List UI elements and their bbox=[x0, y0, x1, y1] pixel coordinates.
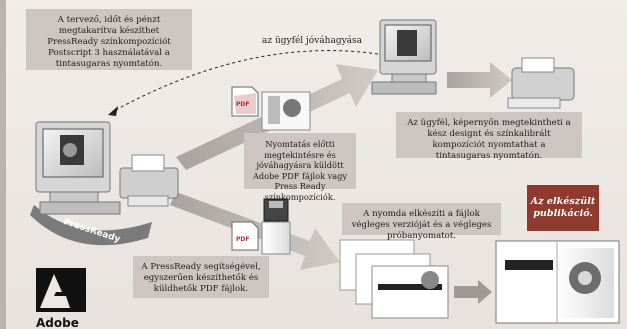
callout-pressready-benefit: A PressReady segítségével, egyszerűen ké… bbox=[133, 256, 269, 298]
arrow-to-final bbox=[454, 280, 492, 304]
final-publication-badge: Az elkészült publikáció. bbox=[527, 185, 599, 231]
callout-pdf-review: Nyomtatás előtti megtekintésre és jóváha… bbox=[244, 133, 356, 202]
approval-dashed-arc bbox=[111, 50, 379, 113]
pdf-document-icon-top bbox=[231, 86, 311, 131]
final-publication-spread bbox=[495, 240, 620, 324]
designer-computer-icon bbox=[35, 121, 121, 215]
floppy-disk-icon bbox=[263, 198, 289, 222]
pdf-document-icon-bottom bbox=[231, 221, 291, 255]
approval-arrow-label: az ügyfél jóváhagyása bbox=[262, 36, 363, 46]
proof-sheets-stack bbox=[339, 239, 449, 319]
pdf-label-top: PDF bbox=[236, 101, 250, 108]
callout-print-shop: A nyomda elkészíti a fájlok végleges ver… bbox=[342, 203, 501, 241]
client-printer-icon bbox=[507, 57, 575, 109]
designer-printer-icon bbox=[119, 154, 179, 207]
pdf-label-bottom: PDF bbox=[236, 236, 250, 243]
adobe-logo-icon bbox=[36, 268, 86, 312]
callout-designer: A tervező, időt és pénzt megtakarítva ké… bbox=[26, 9, 192, 70]
pressready-swoosh bbox=[30, 205, 152, 246]
client-computer-icon bbox=[371, 19, 437, 95]
arrow-client-to-printer bbox=[447, 62, 512, 98]
callout-client-review: Az ügyfél, képernyőn megtekintheti a kés… bbox=[396, 112, 582, 161]
adobe-logo-word: Adobe bbox=[36, 316, 79, 329]
approval-arc-arrowhead bbox=[108, 106, 118, 116]
